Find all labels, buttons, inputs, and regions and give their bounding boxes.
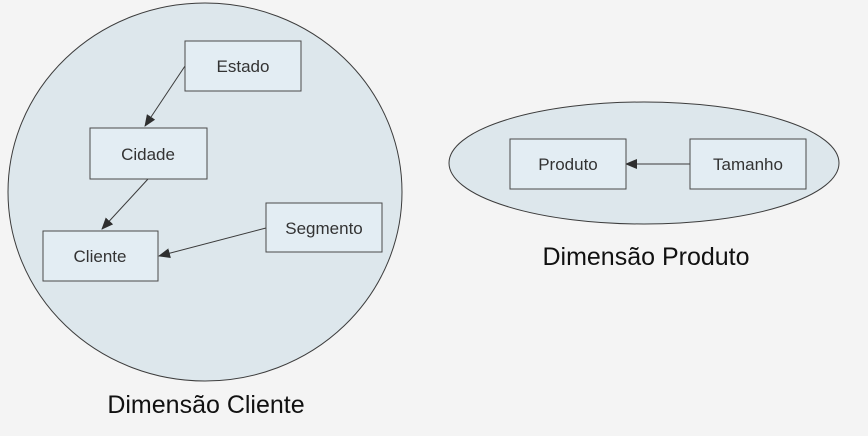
node-estado-box[interactable]: [184, 40, 302, 92]
node-segmento-box[interactable]: [265, 202, 383, 253]
node-cidade-box[interactable]: [89, 127, 208, 180]
node-produto[interactable]: Produto: [509, 138, 627, 190]
node-tamanho[interactable]: Tamanho: [689, 138, 807, 190]
group-cliente-caption: Dimensão Cliente: [107, 391, 304, 419]
node-cidade[interactable]: Cidade: [89, 127, 208, 180]
node-estado[interactable]: Estado: [184, 40, 302, 92]
node-produto-label: Produto: [538, 155, 598, 174]
edge-estado-to-cidade: [144, 65, 186, 127]
group-produto-caption: Dimensão Produto: [542, 243, 749, 271]
node-tamanho-label: Tamanho: [713, 155, 783, 174]
node-tamanho-box[interactable]: [689, 138, 807, 190]
group-produto-ellipse: [448, 101, 840, 225]
node-cliente[interactable]: Cliente: [42, 230, 159, 282]
group-dimensao-produto: Dimensão Produto: [448, 101, 840, 271]
edge-segmento-to-cliente: [158, 227, 267, 259]
node-segmento[interactable]: Segmento: [265, 202, 383, 253]
node-segmento-label: Segmento: [285, 219, 363, 238]
node-cliente-label: Cliente: [74, 247, 127, 266]
group-dimensao-cliente: Dimensão Cliente: [7, 2, 403, 419]
node-cliente-box[interactable]: [42, 230, 159, 282]
group-cliente-circle: [7, 2, 403, 382]
node-produto-box[interactable]: [509, 138, 627, 190]
node-cidade-label: Cidade: [121, 145, 175, 164]
edges: [101, 65, 690, 259]
node-estado-label: Estado: [217, 57, 270, 76]
edge-cidade-to-cliente: [101, 178, 149, 230]
